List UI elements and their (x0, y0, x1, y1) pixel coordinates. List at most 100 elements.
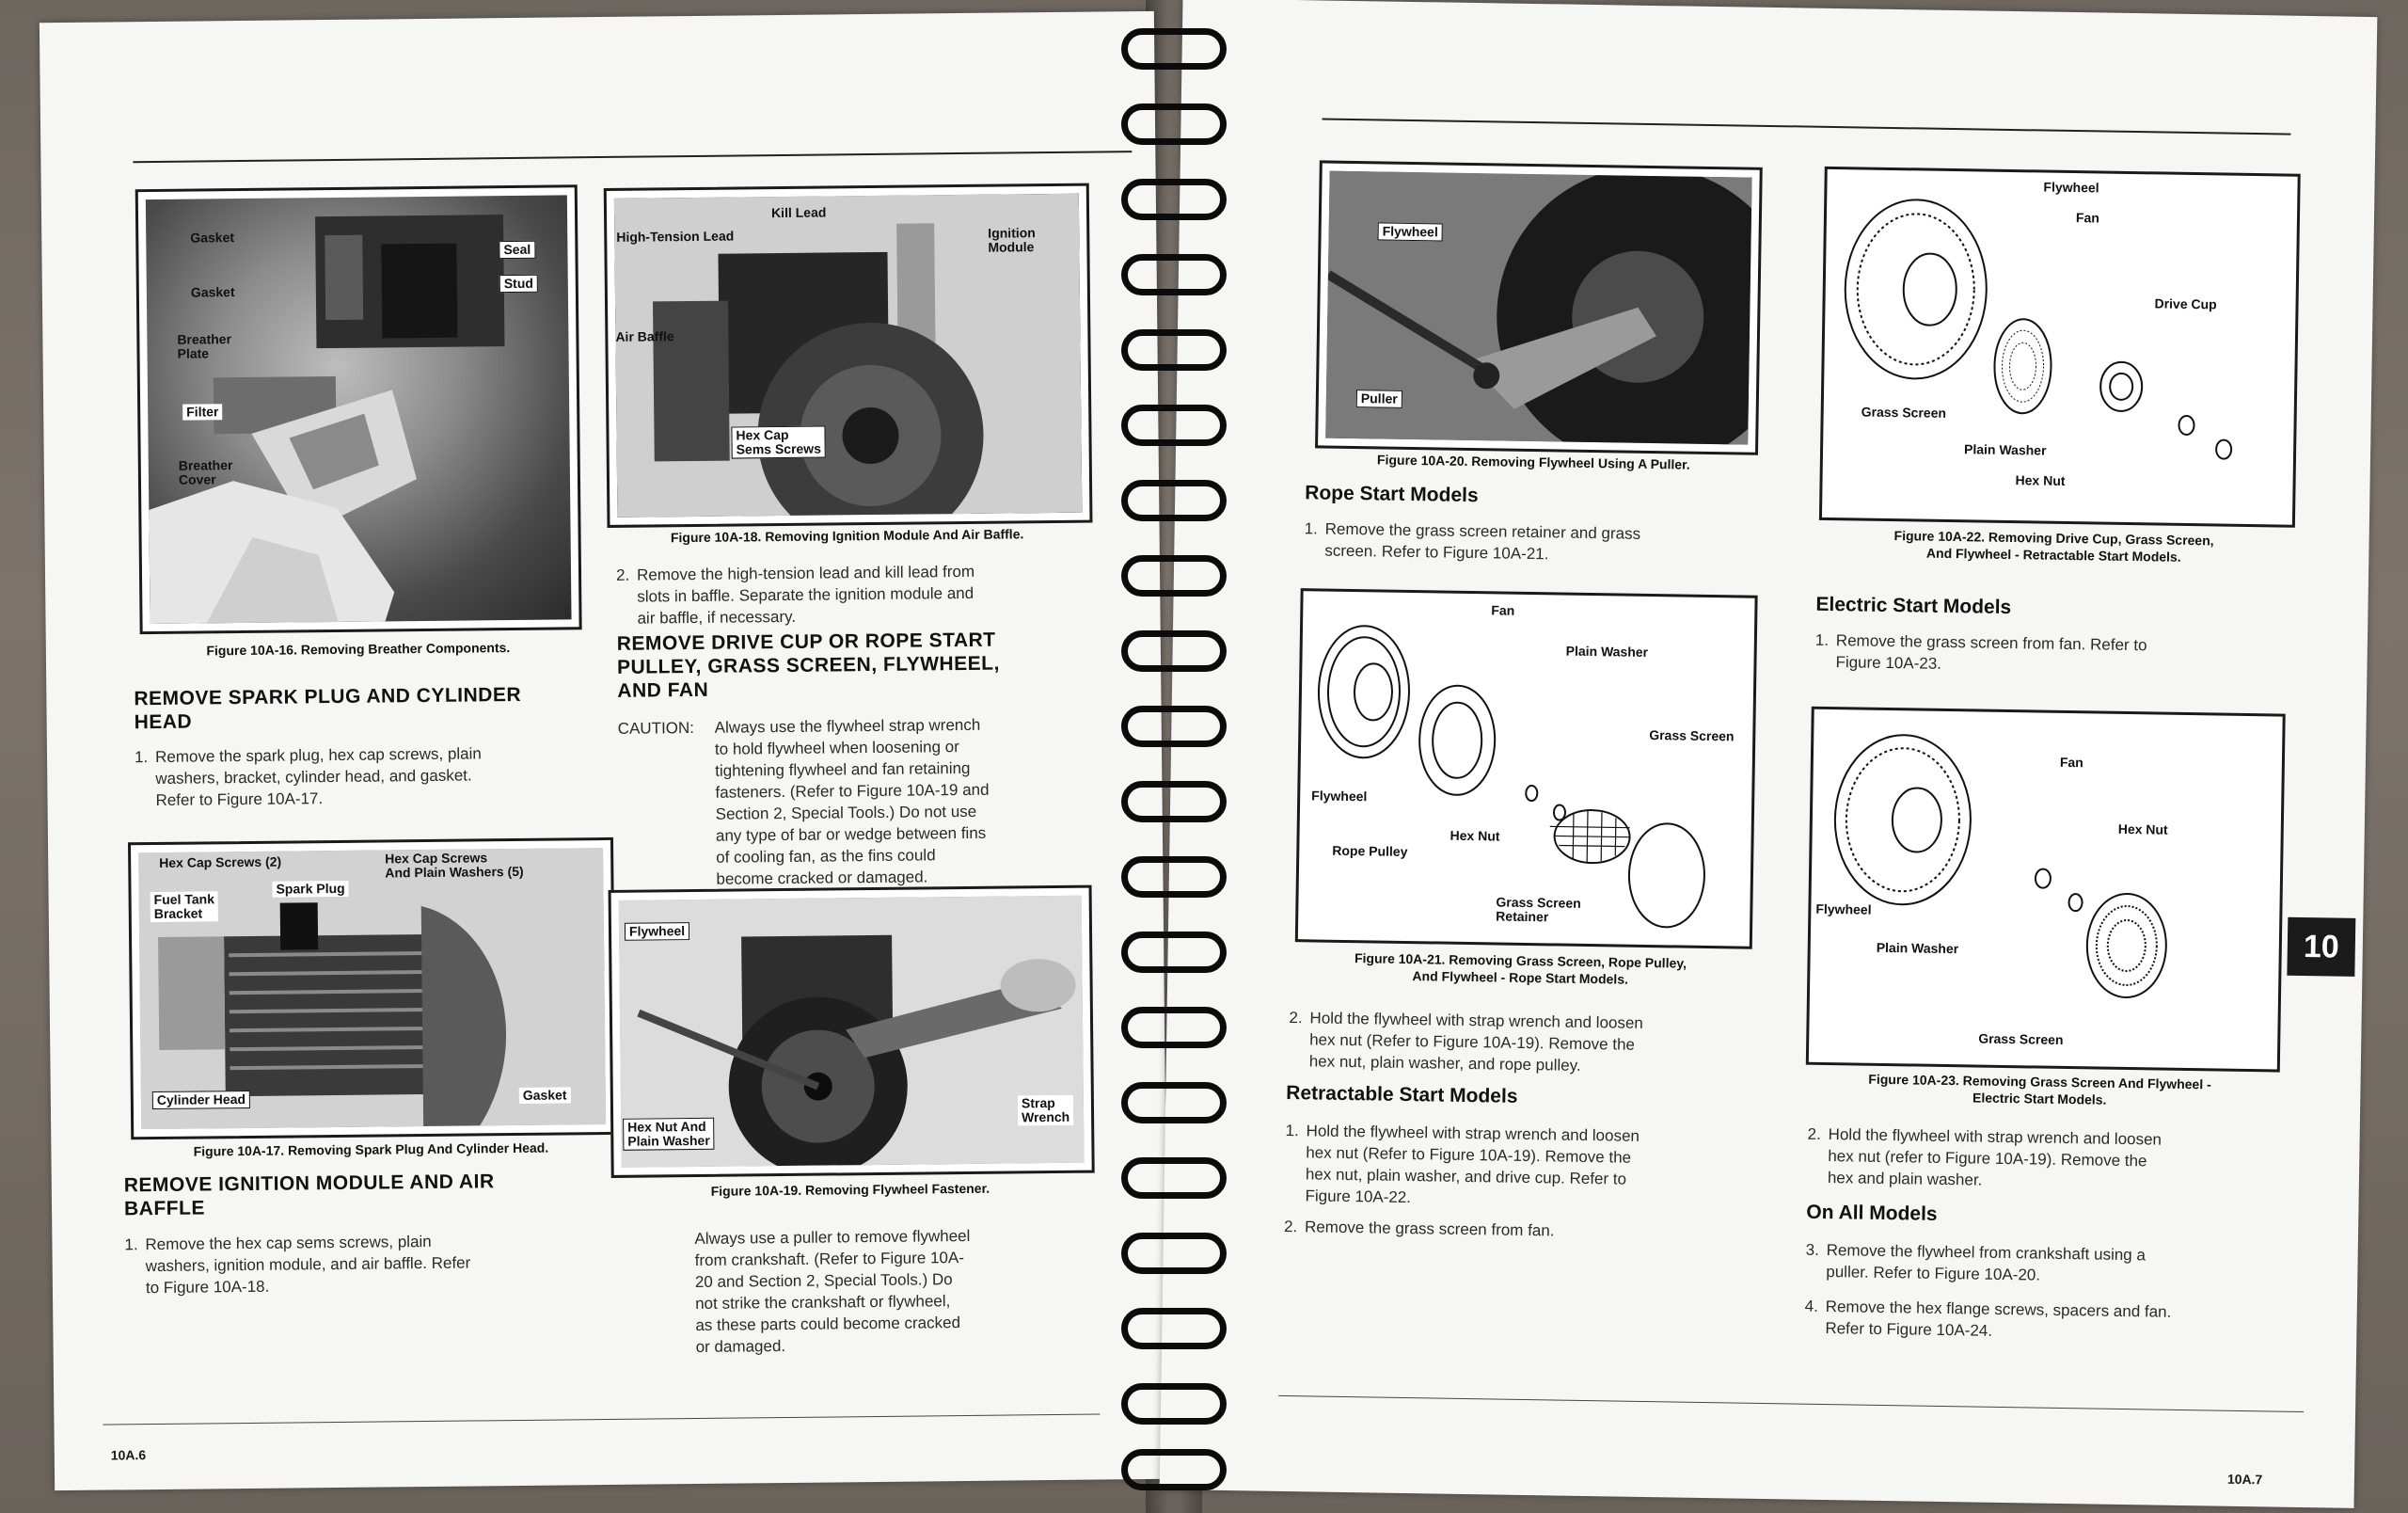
flywheel-label: Flywheel (624, 922, 690, 941)
heading-line2: BAFFLE (123, 1197, 206, 1220)
page-number: 10A.6 (110, 1447, 147, 1463)
kill-lead-label: Kill Lead (770, 204, 827, 221)
fan-label: Fan (2075, 210, 2099, 226)
top-rule (1322, 118, 2291, 135)
fan-label: Fan (1491, 602, 1515, 618)
engine-illustration (618, 895, 1085, 1168)
breather-plate-line2: Plate (177, 345, 210, 361)
heading-line3: AND FAN (617, 678, 709, 702)
figure-10a-16-caption: Figure 10A-16. Removing Breather Compone… (206, 640, 511, 659)
grass-screen-label: Grass Screen (1649, 727, 1735, 744)
step-number: 4. (1804, 1297, 1819, 1315)
binding-coil (1121, 781, 1227, 822)
figure-10a-18: Kill Lead High-Tension Lead Ignition Mod… (603, 183, 1093, 528)
breather-cover-label: Breather Cover (178, 457, 233, 487)
puller-label: Puller (1355, 390, 1402, 408)
grass-screen-label: Grass Screen (1978, 1030, 2064, 1047)
step-number: 2. (1283, 1217, 1298, 1236)
figure-10a-20: Flywheel Puller (1315, 160, 1763, 455)
breather-photo (145, 195, 572, 625)
page-number: 10A.7 (2226, 1471, 2263, 1488)
plain-washer-label: Plain Washer (1963, 441, 2047, 458)
binding-coil (1121, 480, 1227, 521)
gasket-label: Gasket (190, 230, 235, 246)
step-1-remove-spark-plug: 1.Remove the spark plug, hex cap screws,… (135, 741, 606, 811)
binding-coil (1121, 1383, 1227, 1425)
retractable-start-exploded-view (1828, 175, 2292, 519)
binding-coil (1121, 1308, 1227, 1349)
remove-ignition-module-heading: REMOVE IGNITION MODULE AND AIR BAFFLE (124, 1169, 613, 1220)
figure-10a-22: Flywheel Fan Drive Cup Grass Screen Plai… (1818, 166, 2301, 528)
gasket-label: Gasket (518, 1087, 571, 1104)
label-line2: Wrench (1022, 1108, 1070, 1125)
breather-plate-line1: Breather (177, 331, 232, 347)
step-1-remove-hex-cap: 1.Remove the hex cap sems screws, plain … (124, 1229, 614, 1298)
remove-drive-cup-heading: REMOVE DRIVE CUP OR ROPE START PULLEY, G… (617, 627, 1126, 703)
seal-label: Seal (499, 240, 536, 260)
exploded-view-drawing (1844, 199, 2233, 460)
step-text: Remove the flywheel from crankshaft usin… (1826, 1241, 2147, 1265)
electric-start-step-1: 1.Remove the grass screen from fan. Refe… (1814, 629, 2286, 680)
breather-cover-line2: Cover (178, 471, 216, 487)
label-line2: Retainer (1496, 908, 1549, 925)
figure-10a-23-caption: Figure 10A-23. Removing Grass Screen And… (1805, 1070, 2274, 1111)
step-number: 1. (1814, 630, 1830, 649)
flywheel-label: Flywheel (2043, 179, 2099, 196)
step-number: 2. (615, 565, 630, 584)
gasket-label: Gasket (190, 284, 235, 300)
rope-start-step-2: 2.Hold the flywheel with strap wrench an… (1289, 1007, 1751, 1079)
step-number: 2. (1289, 1009, 1303, 1027)
figure-10a-17-caption: Figure 10A-17. Removing Spark Plug And C… (193, 1139, 549, 1159)
retractable-start-step-1: 1.Hold the flywheel with strap wrench an… (1284, 1120, 1747, 1245)
binding-coil (1121, 104, 1227, 145)
binding-coil (1121, 1007, 1227, 1048)
figure-10a-16: Gasket Gasket Seal Stud Breather Plate F… (135, 184, 582, 635)
air-baffle-label: Air Baffle (615, 328, 674, 344)
binding-coil (1121, 1082, 1227, 1123)
retractable-start-heading: Retractable Start Models (1286, 1081, 1518, 1107)
breather-plate-label: Breather Plate (177, 331, 232, 361)
binding-coil (1121, 1157, 1227, 1199)
binding-coil (1121, 932, 1227, 973)
left-page: Gasket Gasket Seal Stud Breather Plate F… (39, 10, 1170, 1491)
plain-washer-label: Plain Washer (1876, 939, 1959, 957)
hex-cap-screws-washers-label: Hex Cap Screws And Plain Washers (5) (385, 850, 524, 880)
ignition-module-line2: Module (988, 239, 1035, 255)
step-text: to Figure 10A-18. (145, 1277, 270, 1298)
flywheel-label: Flywheel (1815, 900, 1872, 917)
step-2-remove-leads: 2.Remove the high-tension lead and kill … (616, 559, 1106, 629)
cylinder-head-label: Cylinder Head (151, 1090, 251, 1110)
figure-10a-21-caption: Figure 10A-21. Removing Grass Screen, Ro… (1294, 948, 1747, 990)
figure-10a-19-caption: Figure 10A-19. Removing Flywheel Fastene… (710, 1180, 990, 1199)
figure-10a-21: Fan Plain Washer Grass Screen Flywheel H… (1294, 588, 1758, 949)
step-text: Refer to Figure 10A-17. (155, 789, 324, 809)
step-number: 1. (1285, 1121, 1299, 1140)
exploded-view-drawing (1833, 734, 2167, 999)
step-number: 3. (1805, 1240, 1820, 1259)
flywheel-label: Flywheel (1377, 222, 1443, 242)
spark-plug-label: Spark Plug (272, 880, 349, 898)
figure-10a-19: Flywheel Hex Nut And Plain Washer Strap … (608, 884, 1095, 1178)
binding-coil (1121, 405, 1227, 446)
ignition-module-label: Ignition Module (988, 225, 1036, 255)
label-line2: Bracket (153, 905, 203, 922)
electric-start-heading: Electric Start Models (1815, 593, 2012, 619)
binding-coil (1121, 329, 1227, 371)
step-number: 1. (124, 1235, 138, 1254)
binding-coil (1121, 856, 1227, 898)
cylinder-head-photo (138, 848, 607, 1130)
all-models-steps: 3. Remove the flywheel from crankshaft us… (1804, 1239, 2276, 1346)
electric-start-exploded-view (1814, 714, 2277, 1064)
binding-coil (1121, 254, 1227, 295)
hex-cap-sems-screws-label: Hex Cap Sems Screws (731, 425, 827, 459)
binding-coil (1121, 630, 1227, 672)
binding-coil (1121, 1233, 1227, 1274)
all-models-heading: On All Models (1806, 1201, 1938, 1225)
section-tab: 10 (2287, 916, 2356, 977)
high-tension-lead-label: High-Tension Lead (616, 228, 735, 245)
grass-screen-label: Grass Screen (1861, 404, 1947, 421)
binding-coil (1121, 706, 1227, 747)
note-line: or damaged. (695, 1337, 786, 1357)
stud-label: Stud (499, 274, 539, 294)
electric-start-step-2: 2.Hold the flywheel with strap wrench an… (1807, 1123, 2278, 1196)
